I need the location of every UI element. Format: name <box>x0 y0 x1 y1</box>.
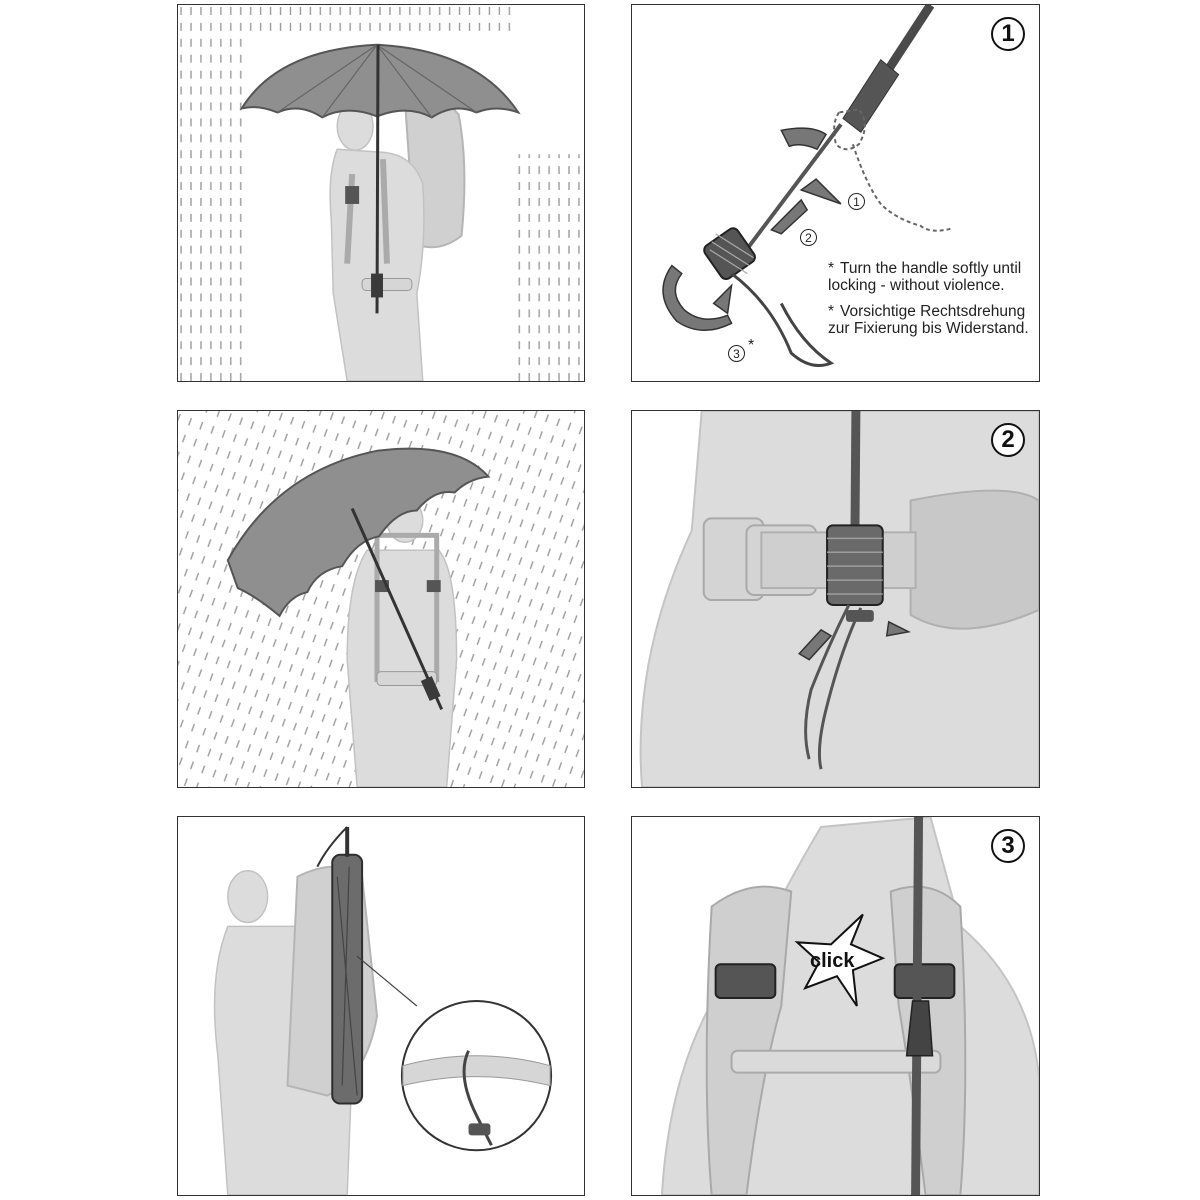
click-label: click <box>810 950 855 972</box>
instruction-german: *Vorsichtige Rechtsdrehung zur Fixierung… <box>828 303 1029 337</box>
step-number-badge: 1 <box>991 17 1025 51</box>
wrist-cord-icon <box>730 272 835 367</box>
wrist-cord-icon <box>804 604 863 770</box>
top-connector-icon <box>842 58 900 134</box>
panel-step-1: 1 1 2 3 * *Turn the handle softly until … <box>631 4 1040 382</box>
substep-2-badge: 2 <box>800 229 817 246</box>
star-burst-icon <box>794 913 886 1007</box>
grip-icon <box>826 524 884 606</box>
umbrella-icon <box>239 43 521 119</box>
hip-belt-icon <box>361 278 413 291</box>
rain-hiker-illustration <box>178 5 584 381</box>
push-arrow-icon <box>770 198 809 235</box>
panel-umbrella-stored <box>177 816 585 1196</box>
twist-arrow-icon <box>662 264 733 332</box>
arrow-icon <box>798 628 833 661</box>
umbrella-shaft-icon <box>350 507 444 711</box>
cord-lock-icon <box>845 609 874 622</box>
step-number-badge: 2 <box>991 423 1025 457</box>
panel-step-2: 2 <box>631 410 1040 788</box>
panel-umbrella-vertical <box>177 4 585 382</box>
umbrella-icon <box>331 853 364 1105</box>
hip-belt-illustration <box>639 411 1039 787</box>
angled-rain-illustration <box>178 411 584 787</box>
step-number-badge: 3 <box>991 829 1025 863</box>
backpack-icon <box>909 489 1039 630</box>
strap-clip-right-icon <box>893 963 956 1000</box>
substep-3-badge: 3 <box>728 345 745 362</box>
rotate-arrow-1-icon <box>780 127 828 151</box>
rain-left <box>178 5 248 381</box>
umbrella-icon <box>226 447 491 618</box>
rain-top <box>247 5 517 35</box>
handle-attach-illustration <box>662 5 951 367</box>
shoulder-clip-illustration <box>660 817 1039 1195</box>
substep-1-badge: 1 <box>848 193 865 210</box>
arrow-icon <box>799 178 842 205</box>
instruction-english: *Turn the handle softly until locking - … <box>828 260 1022 294</box>
cord-icon <box>833 108 866 151</box>
shaft-icon <box>850 411 861 541</box>
stored-umbrella-illustration <box>213 826 553 1195</box>
handle-icon <box>371 273 383 298</box>
asterisk-mark: * <box>748 337 755 354</box>
grip-icon <box>703 227 756 281</box>
panel-umbrella-angled <box>177 410 585 788</box>
panel-step-3: 3 click <box>631 816 1040 1196</box>
umbrella-shaft-icon <box>375 44 380 314</box>
strap-clip-icon <box>345 186 360 204</box>
strap-clip-left-icon <box>714 963 777 1000</box>
connector-icon <box>905 1000 934 1057</box>
chest-strap-icon <box>730 1049 942 1074</box>
rain-right <box>516 154 584 381</box>
